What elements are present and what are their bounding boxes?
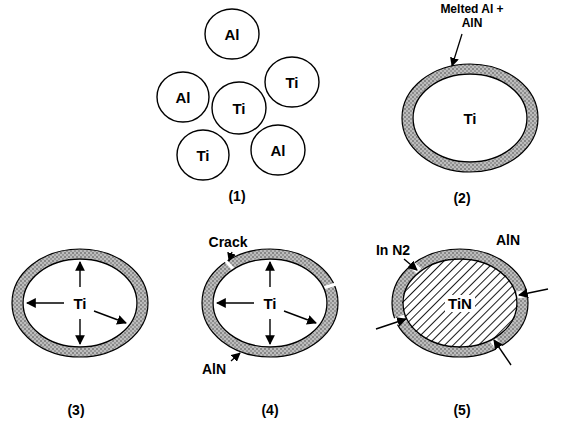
element-label: Ti: [196, 147, 209, 164]
gap: [409, 262, 419, 271]
expansion-arrows: [217, 262, 316, 344]
element-label: Ti: [463, 110, 476, 127]
arrow: [284, 311, 316, 323]
arrow: [404, 259, 417, 270]
particle-core: [22, 258, 138, 348]
particle: Ti: [22, 258, 138, 348]
element-label: Al: [225, 26, 240, 43]
particle-outline: [205, 9, 259, 59]
particle-outline: [157, 72, 209, 122]
leader-line: [452, 34, 462, 66]
nitrogen-arrows: [376, 259, 548, 365]
particle: Ti: [412, 73, 528, 163]
expansion-arrows: [27, 262, 126, 344]
particle-outline: [251, 125, 305, 175]
particle: Al: [204, 8, 260, 60]
particle: Ti: [176, 129, 230, 181]
arrow: [269, 319, 270, 344]
element-label: Ti: [263, 295, 276, 312]
panel-number: (4): [261, 403, 278, 418]
particle: TiN: [402, 258, 518, 348]
arrow: [79, 262, 80, 287]
panel-number: (2): [453, 191, 470, 206]
crack: [323, 284, 336, 288]
element-label: Al: [176, 89, 191, 106]
aln-shell: [12, 249, 148, 357]
particle-outline: [23, 259, 137, 347]
particle: Al: [156, 71, 210, 123]
particle: Ti: [264, 56, 320, 108]
arrow: [27, 302, 64, 303]
particle-outline: [265, 57, 319, 107]
tin-core: [402, 258, 518, 348]
particle-outline: [403, 259, 517, 347]
arrow: [79, 319, 80, 344]
panel-number: (3): [67, 403, 84, 418]
element-label: Ti: [73, 295, 86, 312]
particle-outline: [212, 82, 266, 134]
callout-label: Crack: [209, 235, 248, 250]
panel-number: (1): [228, 189, 245, 204]
arrow: [94, 311, 126, 323]
callout-label: Melted Al + AlN: [432, 2, 512, 30]
callout-label: In N2: [376, 243, 410, 258]
element-label: Ti: [232, 100, 245, 117]
shell-gaps: [392, 262, 531, 350]
arrow: [269, 262, 270, 287]
element-label: Al: [271, 142, 286, 159]
leader-line: [229, 252, 232, 261]
particle-core: [212, 258, 328, 348]
callout-label: AlN: [496, 233, 520, 248]
callout-label: AlN: [202, 362, 226, 377]
panel-number: (5): [453, 403, 470, 418]
particle-outline: [213, 259, 327, 347]
arrow: [217, 302, 254, 303]
melted-shell: [402, 64, 538, 172]
particle: Al: [250, 124, 306, 176]
aln-shell: [202, 249, 338, 357]
particle: Ti: [211, 81, 267, 135]
arrow: [376, 319, 406, 329]
aln-shell: [392, 249, 528, 357]
arrow: [494, 340, 511, 365]
particle-core: [412, 73, 528, 163]
crack: [225, 260, 234, 270]
element-label: TiN: [445, 295, 475, 312]
particle-outline: [413, 74, 527, 162]
particle-outline: [177, 130, 229, 180]
leader-line: [231, 353, 240, 361]
particle: Ti: [212, 258, 328, 348]
arrow: [519, 289, 548, 295]
element-label: Ti: [285, 74, 298, 91]
